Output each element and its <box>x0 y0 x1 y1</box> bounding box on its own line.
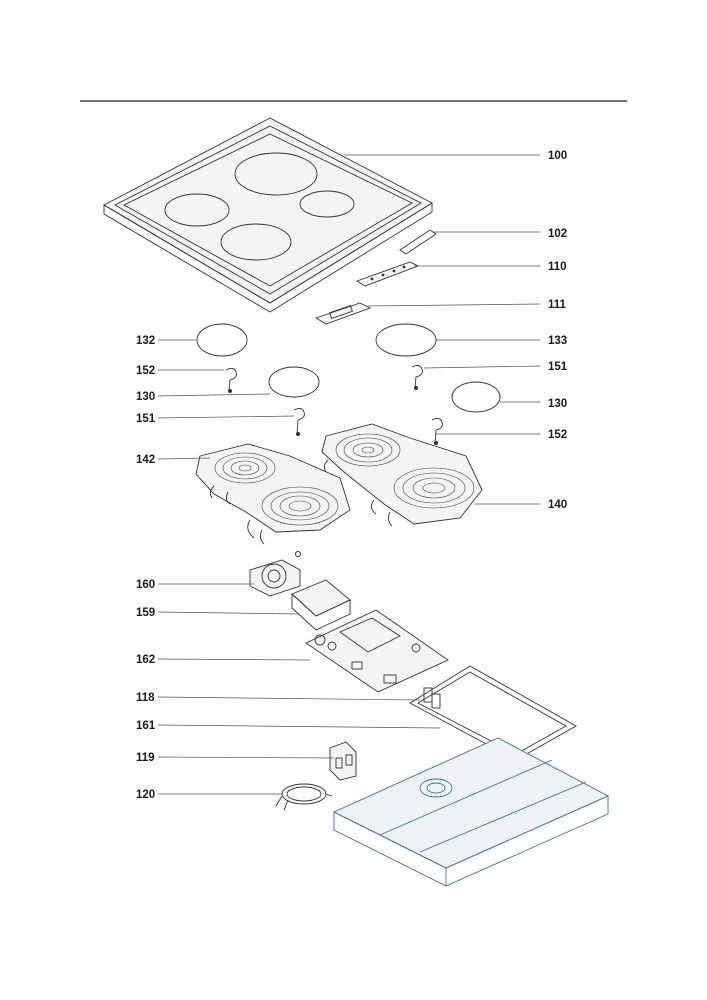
part-102-bracket <box>399 229 437 255</box>
part-152-sensor-right <box>431 417 443 445</box>
label-118: 118 <box>136 692 155 704</box>
part-118-support-frame <box>409 665 577 761</box>
label-140: 140 <box>548 499 567 511</box>
part-152-sensor-left <box>225 367 237 393</box>
part-130-gasket-left <box>268 366 320 398</box>
part-100-glass-cooktop <box>103 117 433 313</box>
part-120-power-cord <box>275 783 333 811</box>
label-162: 162 <box>136 654 155 666</box>
part-162-power-board <box>305 609 449 693</box>
part-111-control-housing <box>314 302 372 325</box>
label-100: 100 <box>548 150 567 162</box>
part-133-gasket <box>375 323 437 357</box>
part-132-gasket <box>196 323 248 357</box>
label-133: 133 <box>548 335 567 347</box>
leader-lines <box>157 154 541 795</box>
label-151-left: 151 <box>136 413 156 425</box>
label-119: 119 <box>136 752 155 764</box>
label-160: 160 <box>136 579 155 591</box>
label-142: 142 <box>136 454 155 466</box>
label-152-left: 152 <box>136 365 155 377</box>
label-152-right: 152 <box>548 429 567 441</box>
label-120: 120 <box>136 789 155 801</box>
label-159: 159 <box>136 607 155 619</box>
label-151-right: 151 <box>548 361 568 373</box>
part-142-induction-coils-left <box>195 443 351 545</box>
label-130-left: 130 <box>136 391 155 403</box>
part-151-sensor-left <box>293 407 305 436</box>
label-132: 132 <box>136 335 155 347</box>
part-161-base-tray <box>332 737 610 887</box>
part-151-sensor-right <box>411 364 423 390</box>
label-130-right: 130 <box>548 398 567 410</box>
label-110: 110 <box>548 261 567 273</box>
part-119-terminal-block <box>329 741 357 781</box>
part-159-fan-duct <box>291 579 351 631</box>
part-140-induction-coils-right <box>321 423 483 527</box>
label-111: 111 <box>548 299 567 311</box>
label-161: 161 <box>136 720 156 732</box>
part-160-cooling-fan <box>249 551 301 597</box>
part-110-control-board <box>355 261 420 287</box>
part-130-gasket-right <box>451 381 501 413</box>
label-102: 102 <box>548 228 567 240</box>
